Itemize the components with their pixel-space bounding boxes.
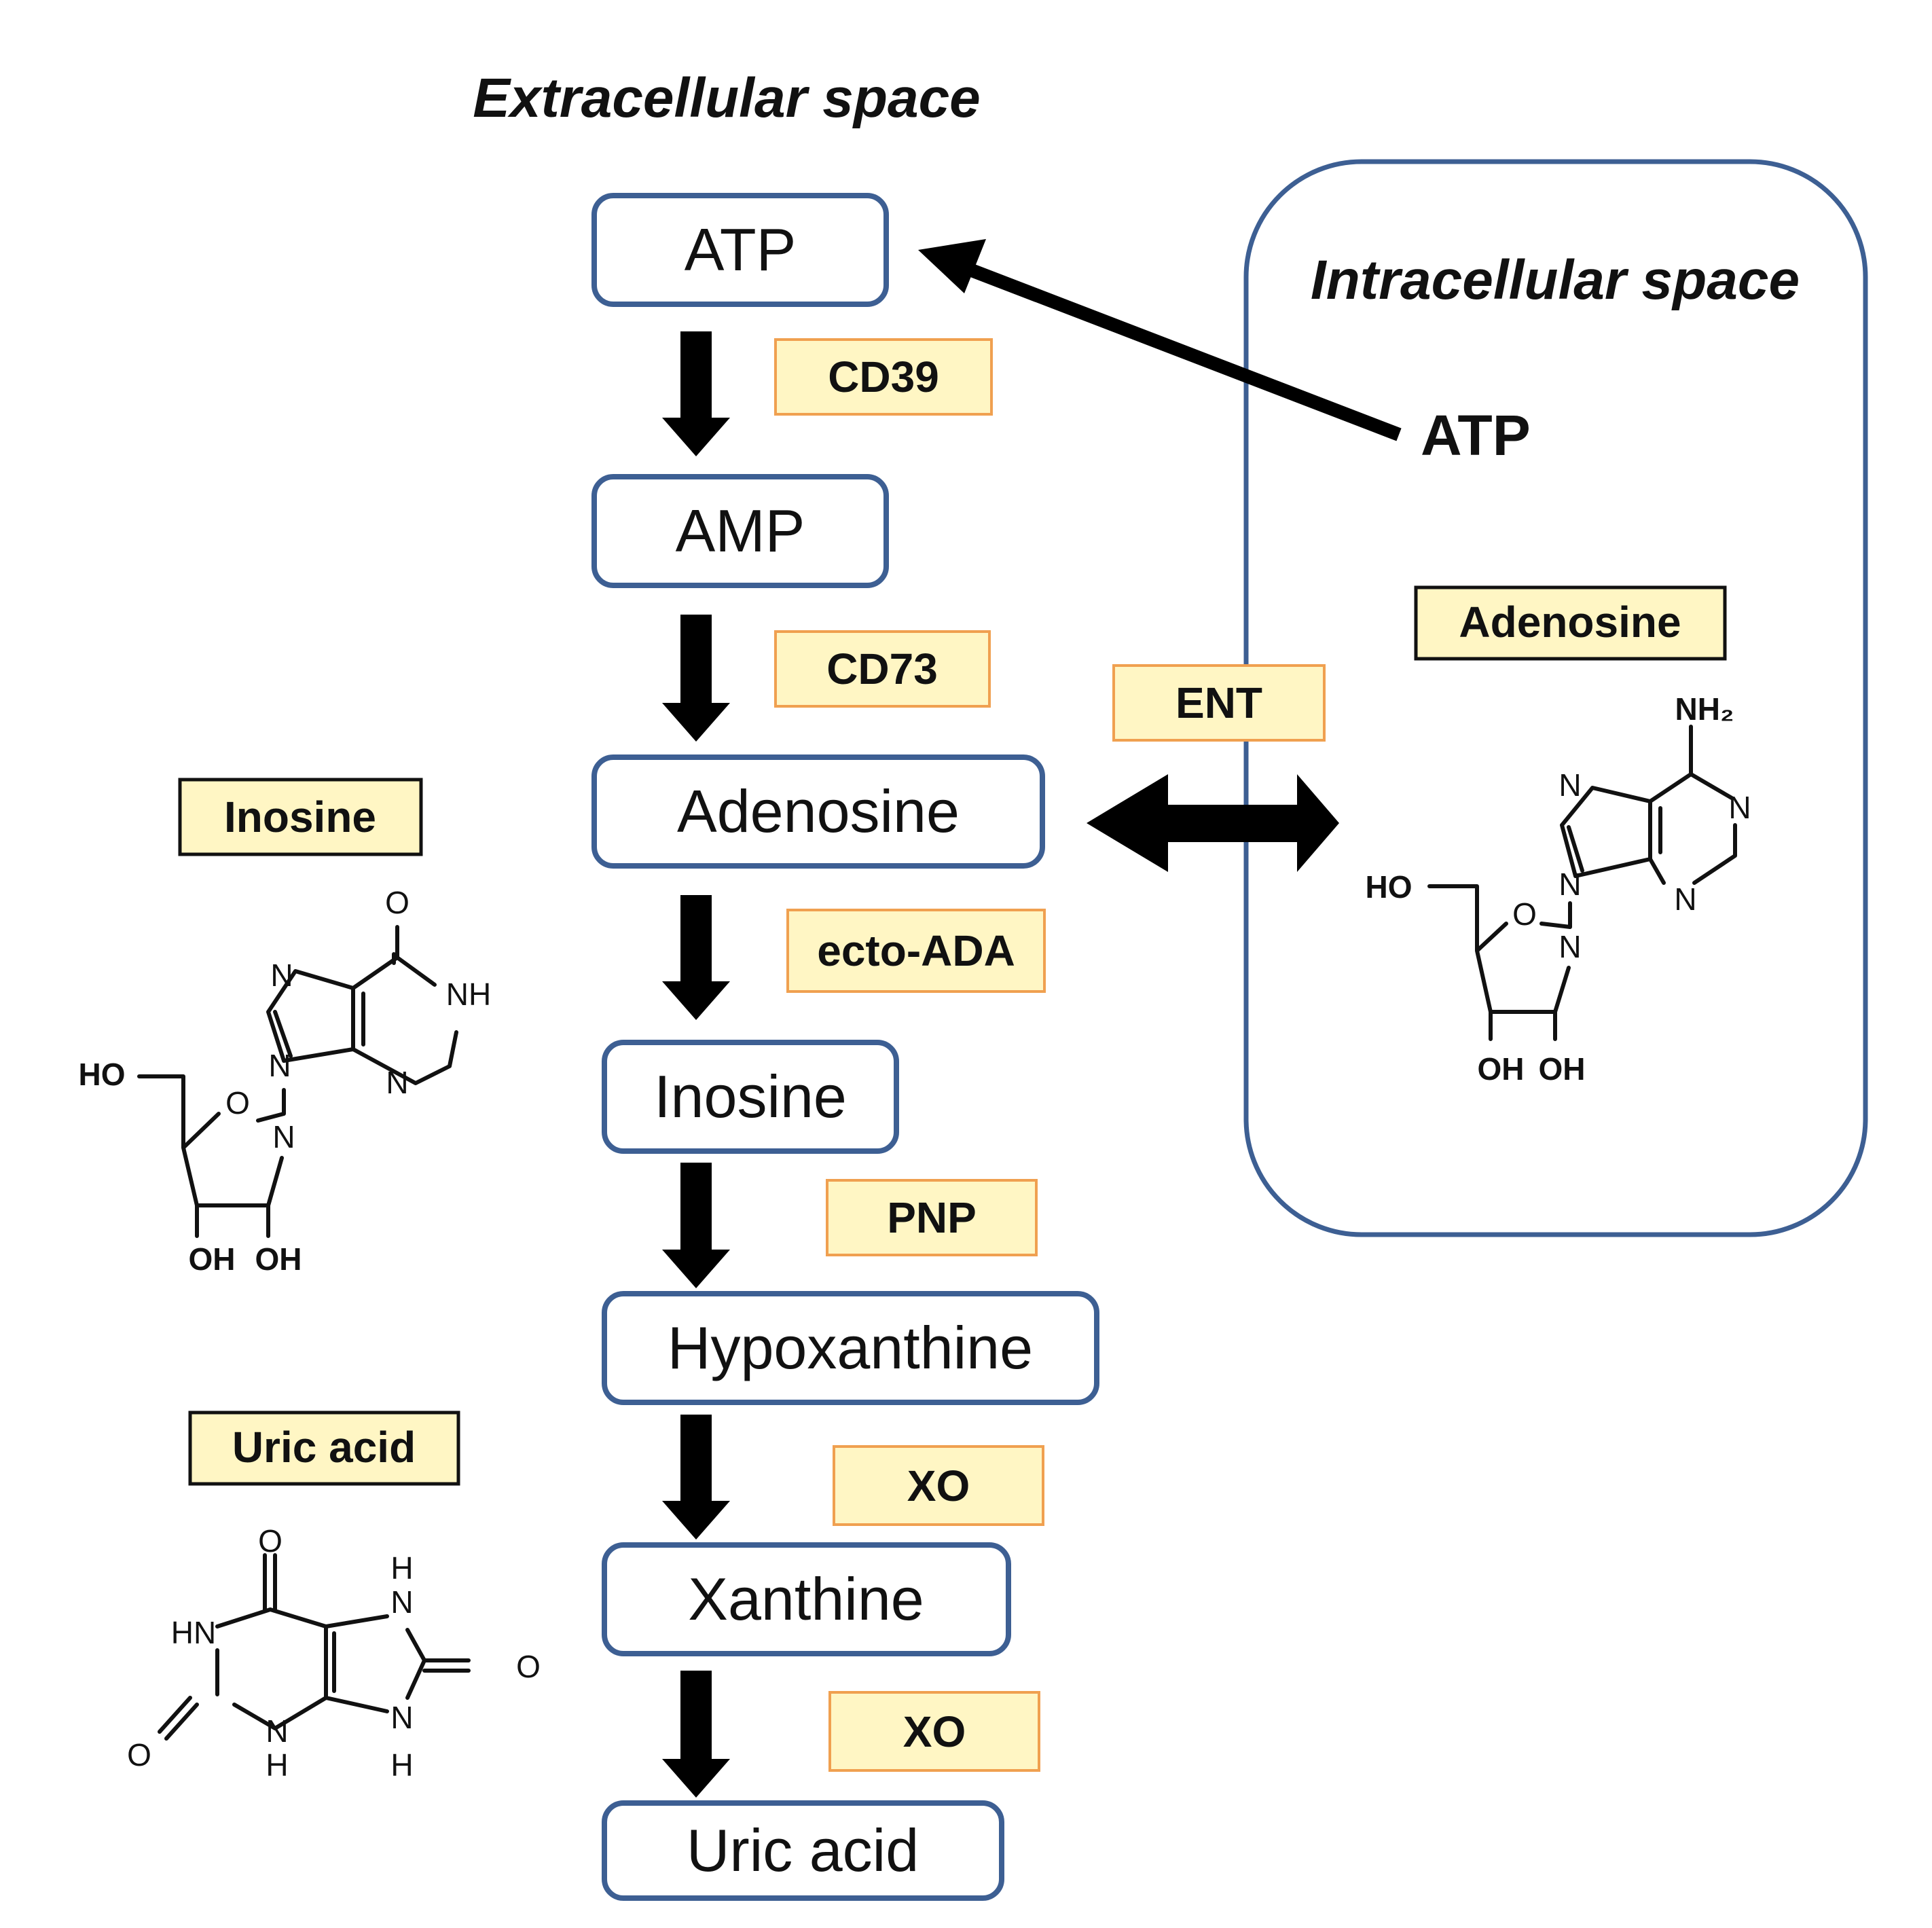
arrow-inosine-to-hypoxanthine — [662, 1163, 730, 1288]
inosine-nh: NH — [446, 977, 491, 1012]
enzyme-cd73-label: CD73 — [826, 644, 938, 693]
intracellular-adenosine-label: Adenosine — [1459, 598, 1681, 647]
adenosine-ribose-n: N — [1559, 929, 1581, 964]
uric-acid-h-top: H — [390, 1550, 413, 1586]
arrow-adenosine-to-inosine — [662, 895, 730, 1020]
uric-acid-hn: HN — [171, 1615, 216, 1650]
uric-acid-oxygen-left: O — [127, 1737, 151, 1772]
adenosine-n9: N — [1559, 867, 1581, 902]
bidirectional-ent-arrow — [1087, 774, 1339, 872]
uric-acid-h-9: H — [390, 1747, 413, 1783]
inosine-n9: N — [268, 1048, 291, 1083]
metabolite-atp: ATP — [591, 193, 889, 307]
uric-acid-oxygen-right: O — [516, 1649, 541, 1684]
adenosine-nh2: NH₂ — [1675, 691, 1734, 727]
metabolite-uric-acid: Uric acid — [602, 1800, 1004, 1901]
adenosine-n7: N — [1559, 767, 1581, 803]
inosine-ho: HO — [79, 1057, 126, 1092]
inosine-n-imidazole: N — [270, 958, 293, 993]
inosine-structure-label-box: Inosine — [178, 778, 423, 856]
metabolite-hypoxanthine-label: Hypoxanthine — [668, 1314, 1033, 1381]
metabolite-amp: AMP — [591, 474, 889, 588]
uric-acid-n3: N — [266, 1713, 288, 1749]
uric-acid-n9: N — [390, 1700, 413, 1735]
arrow-amp-to-adenosine — [662, 615, 730, 742]
uric-acid-oxygen-top: O — [258, 1523, 282, 1559]
enzyme-cd39-label: CD39 — [828, 352, 939, 401]
conversion-arrows — [662, 331, 730, 1798]
adenosine-ring-oxygen: O — [1512, 896, 1537, 932]
intracellular-atp-label: ATP — [1421, 403, 1531, 467]
enzyme-cd73: CD73 — [774, 630, 991, 708]
metabolite-atp-label: ATP — [685, 216, 797, 283]
arrow-atp-to-amp — [662, 331, 730, 456]
atp-export-arrowhead — [918, 239, 986, 293]
metabolite-amp-label: AMP — [676, 497, 805, 564]
metabolite-inosine-label: Inosine — [654, 1063, 847, 1130]
enzyme-ecto-ada: ecto-ADA — [786, 909, 1046, 993]
inosine-structure: O NH N N N O N HO OH OH — [79, 885, 492, 1277]
uric-acid-structure-label-box: Uric acid — [188, 1411, 460, 1486]
adenosine-ho: HO — [1366, 869, 1412, 905]
intracellular-space-title: Intracellular space — [1311, 249, 1800, 311]
inosine-oh-2: OH — [255, 1241, 302, 1277]
inosine-structure-label: Inosine — [224, 793, 376, 841]
metabolite-hypoxanthine: Hypoxanthine — [602, 1291, 1099, 1405]
metabolite-adenosine-label: Adenosine — [677, 778, 960, 845]
uric-acid-h-3: H — [266, 1747, 288, 1783]
enzyme-xo-1-label: XO — [907, 1461, 970, 1510]
inosine-oxygen: O — [385, 885, 409, 920]
enzyme-xo-2: XO — [828, 1691, 1040, 1772]
uric-acid-structure: O HN H N O N H N H O — [127, 1523, 541, 1783]
enzyme-pnp: PNP — [826, 1179, 1038, 1256]
uric-acid-structure-label: Uric acid — [232, 1423, 416, 1472]
metabolite-uric-acid-label: Uric acid — [687, 1817, 919, 1884]
metabolite-inosine: Inosine — [602, 1040, 899, 1154]
transporter-ent: ENT — [1112, 664, 1326, 742]
enzyme-pnp-label: PNP — [887, 1193, 977, 1242]
transporter-ent-label: ENT — [1175, 678, 1262, 727]
uric-acid-n7: N — [390, 1584, 413, 1620]
inosine-oh-1: OH — [189, 1241, 236, 1277]
intracellular-adenosine-label-box: Adenosine — [1414, 585, 1727, 661]
adenosine-n1: N — [1728, 790, 1751, 825]
metabolite-adenosine: Adenosine — [591, 754, 1045, 869]
enzyme-cd39: CD39 — [774, 338, 993, 416]
enzyme-xo-2-label: XO — [903, 1707, 966, 1756]
inosine-n-ring: N — [386, 1065, 408, 1100]
adenosine-oh-1: OH — [1478, 1051, 1525, 1087]
metabolite-xanthine: Xanthine — [602, 1542, 1011, 1656]
atp-export-arrow-shaft — [955, 258, 1402, 441]
arrow-hypoxanthine-to-xanthine — [662, 1415, 730, 1540]
extracellular-space-title: Extracellular space — [473, 67, 981, 129]
adenosine-n3: N — [1674, 881, 1696, 917]
adenosine-oh-2: OH — [1539, 1051, 1586, 1087]
enzyme-xo-1: XO — [833, 1445, 1044, 1526]
inosine-ribose-n: N — [272, 1119, 295, 1154]
inosine-ring-oxygen: O — [225, 1085, 250, 1121]
enzyme-ecto-ada-label: ecto-ADA — [817, 926, 1015, 975]
arrow-xanthine-to-uric-acid — [662, 1671, 730, 1798]
adenosine-structure: NH₂ N N N N O N HO OH OH — [1366, 691, 1751, 1087]
metabolite-xanthine-label: Xanthine — [688, 1565, 924, 1633]
